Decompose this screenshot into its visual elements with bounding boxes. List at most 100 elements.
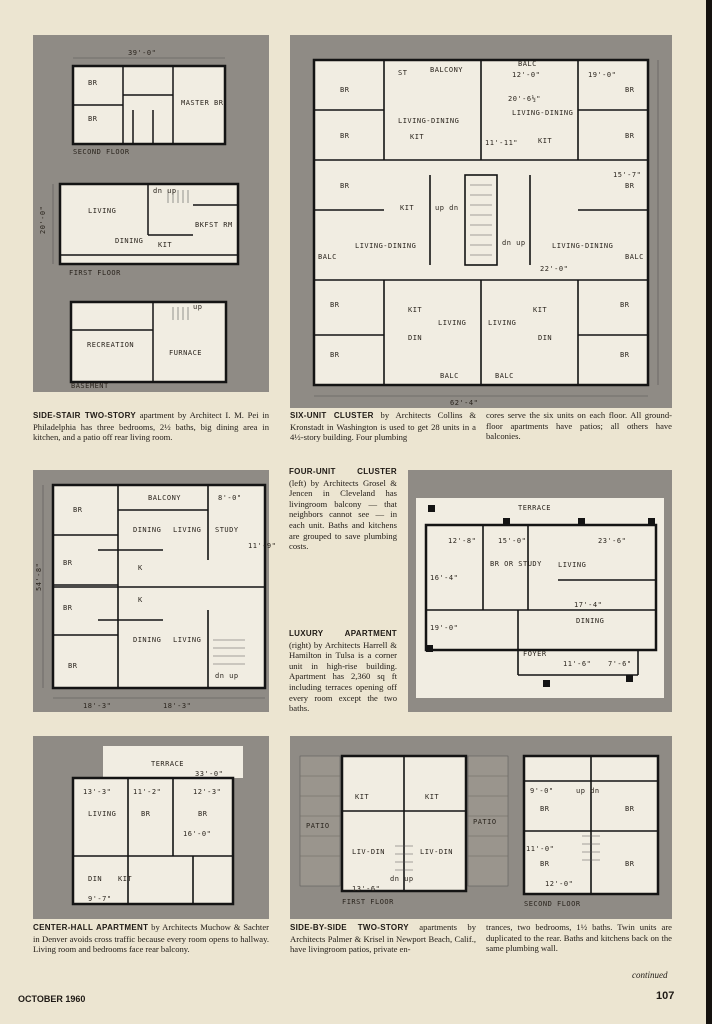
caption-head: LUXURY APARTMENT bbox=[289, 629, 397, 638]
plan-side-by-side: KIT KIT PATIO PATIO LIV-DIN LIV-DIN dn u… bbox=[290, 736, 672, 919]
stair-label: dn up bbox=[390, 875, 414, 883]
room-label: DIN bbox=[88, 875, 102, 883]
room-label: BR bbox=[625, 182, 635, 190]
room-label: LIVING bbox=[438, 319, 466, 327]
room-label: K bbox=[138, 596, 143, 604]
room-label: BR bbox=[198, 810, 208, 818]
room-label: BALC bbox=[518, 60, 537, 68]
room-label: LIVING bbox=[88, 810, 116, 818]
caption-luxury: LUXURY APARTMENT (right) by Architects H… bbox=[289, 628, 397, 714]
dim-label: 15'-7" bbox=[613, 171, 641, 179]
plan-side-stair: 39'-0" BR BR MASTER BR SECOND FLOOR dn u… bbox=[33, 35, 269, 392]
caption-head: SIX-UNIT CLUSTER bbox=[290, 411, 374, 420]
plan-center-hall: TERRACE 33'-0" 13'-3" 11'-2" 12'-3" LIVI… bbox=[33, 736, 269, 919]
caption-text: apartments by Architects Palmer & Krisel… bbox=[290, 922, 476, 955]
plan-luxury-drawing: TERRACE 12'-8" 15'-0" 23'-6" BR OR STUDY… bbox=[416, 498, 664, 698]
room-label: LIVING bbox=[88, 207, 116, 215]
plan-four-unit: BR BALCONY 8'-0" DINING LIVING STUDY 11'… bbox=[33, 470, 276, 712]
plan-side-stair-drawing: 39'-0" BR BR MASTER BR SECOND FLOOR dn u… bbox=[39, 49, 240, 390]
dim-label: 12'-0" bbox=[545, 880, 573, 888]
dim-label: 11'-9" bbox=[248, 542, 276, 550]
room-label: BR bbox=[68, 662, 78, 670]
dim-label: 39'-0" bbox=[128, 49, 156, 57]
floor-label: SECOND FLOOR bbox=[73, 148, 130, 156]
room-label: KIT bbox=[538, 137, 552, 145]
continued-label: continued bbox=[632, 970, 668, 980]
room-label: LIVING-DINING bbox=[355, 242, 416, 250]
room-label: KIT bbox=[400, 204, 414, 212]
dim-label: 19'-0" bbox=[588, 71, 616, 79]
room-label: BR bbox=[63, 604, 73, 612]
dim-label: 11'-6" bbox=[563, 660, 591, 668]
room-label: BR bbox=[88, 79, 98, 87]
room-label: KIT bbox=[118, 875, 132, 883]
caption-head: FOUR-UNIT CLUSTER bbox=[289, 467, 397, 476]
dim-label: 18'-3" bbox=[163, 702, 191, 710]
page-edge bbox=[706, 0, 712, 1024]
room-label: DINING bbox=[133, 636, 161, 644]
room-label: STUDY bbox=[215, 526, 239, 534]
dim-label: 15'-0" bbox=[498, 537, 526, 545]
room-label: LIVING bbox=[173, 636, 201, 644]
dim-label: 23'-6" bbox=[598, 537, 626, 545]
plan-six-unit-drawing: BALCONY BALC ST BR BR BR BR LIVING-DININ… bbox=[312, 58, 659, 407]
dim-label: 12'-8" bbox=[448, 537, 476, 545]
room-label: KIT bbox=[408, 306, 422, 314]
plan-side-by-side-drawing: KIT KIT PATIO PATIO LIV-DIN LIV-DIN dn u… bbox=[299, 754, 660, 908]
room-label: BR bbox=[330, 351, 340, 359]
room-label: DIN bbox=[538, 334, 552, 342]
room-label: BKFST RM bbox=[195, 221, 233, 229]
room-label: BR bbox=[141, 810, 151, 818]
dim-label: 12'-3" bbox=[193, 788, 221, 796]
floor-label: SECOND FLOOR bbox=[524, 900, 581, 908]
dim-label: 20'-6½" bbox=[508, 95, 541, 103]
room-label: BR bbox=[620, 351, 630, 359]
room-label: KIT bbox=[355, 793, 369, 801]
room-label: BR bbox=[625, 805, 635, 813]
room-label: LIVING-DINING bbox=[512, 109, 573, 117]
room-label: BALC bbox=[495, 372, 514, 380]
dim-label: 16'-0" bbox=[183, 830, 211, 838]
room-label: LIVING bbox=[488, 319, 516, 327]
caption-center-hall: CENTER-HALL APARTMENT by Architects Much… bbox=[33, 922, 269, 955]
room-label: KIT bbox=[158, 241, 172, 249]
room-label: MASTER BR bbox=[181, 99, 224, 107]
page-number: 107 bbox=[656, 990, 675, 1002]
room-label: BALC bbox=[318, 253, 337, 261]
stair-label: up bbox=[193, 303, 202, 311]
caption-six-unit: SIX-UNIT CLUSTER by Architects Collins &… bbox=[290, 410, 476, 443]
room-label: BR bbox=[540, 805, 550, 813]
caption-four-unit: FOUR-UNIT CLUSTER (left) by Architects G… bbox=[289, 466, 397, 552]
plan-luxury: TERRACE 12'-8" 15'-0" 23'-6" BR OR STUDY… bbox=[408, 470, 672, 712]
room-label: RECREATION bbox=[87, 341, 134, 349]
dim-label: 22'-0" bbox=[540, 265, 568, 273]
room-label: TERRACE bbox=[518, 504, 551, 512]
room-label: BR bbox=[625, 132, 635, 140]
room-label: DINING bbox=[576, 617, 604, 625]
dim-label: 13'-6" bbox=[352, 885, 380, 893]
dim-label: 20'-0" bbox=[39, 206, 47, 234]
room-label: LIVING bbox=[558, 561, 586, 569]
caption-six-unit-cont: cores serve the six units on each floor.… bbox=[486, 410, 672, 442]
room-label: LIV-DIN bbox=[420, 848, 453, 856]
floor-label: FIRST FLOOR bbox=[69, 269, 121, 277]
room-label: DINING bbox=[115, 237, 143, 245]
plan-six-unit: BALCONY BALC ST BR BR BR BR LIVING-DININ… bbox=[290, 35, 672, 408]
caption-text: cores serve the six units on each floor.… bbox=[486, 410, 672, 442]
room-label: BR bbox=[88, 115, 98, 123]
room-label: LIV-DIN bbox=[352, 848, 385, 856]
room-label: BR bbox=[63, 559, 73, 567]
caption-text: by Architects Collins & Kronstadt in Was… bbox=[290, 410, 477, 443]
caption-head: SIDE-STAIR TWO-STORY bbox=[33, 411, 136, 420]
floor-label: FIRST FLOOR bbox=[342, 898, 394, 906]
room-label: BR bbox=[625, 86, 635, 94]
room-label: LIVING-DINING bbox=[398, 117, 459, 125]
room-label: DIN bbox=[408, 334, 422, 342]
room-label: LIVING bbox=[173, 526, 201, 534]
caption-head: SIDE-BY-SIDE TWO-STORY bbox=[290, 923, 409, 932]
room-label: KIT bbox=[533, 306, 547, 314]
dim-label: 33'-0" bbox=[195, 770, 223, 778]
room-label: BR bbox=[340, 132, 350, 140]
stair-label: dn up bbox=[502, 239, 526, 247]
dim-label: 12'-0" bbox=[512, 71, 540, 79]
